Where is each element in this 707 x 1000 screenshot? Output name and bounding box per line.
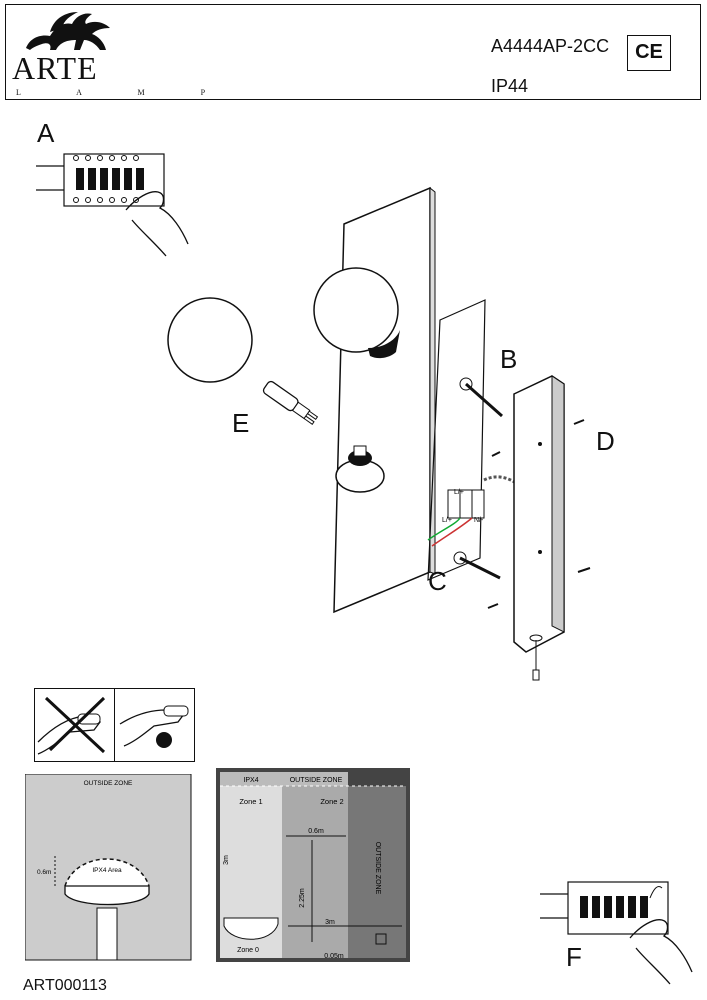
- terminal-block-illustration-a: [36, 153, 189, 257]
- zone-1-label: Zone 1: [239, 797, 262, 806]
- washbasin-zone-diagram: OUTSIDE ZONE IPX4 Area 0.6m: [25, 774, 192, 961]
- use-gloves-icon: [119, 705, 189, 748]
- header-frame: [5, 4, 701, 100]
- outside-zone-top-label: OUTSIDE ZONE: [290, 777, 343, 784]
- ipx4-label: IPX4: [243, 777, 258, 784]
- zone-2-label: Zone 2: [320, 797, 343, 806]
- terminal-label-l-top: L/+: [454, 489, 464, 496]
- step-label-e: E: [232, 408, 250, 438]
- bathtub-zone-diagram: IPX4 OUTSIDE ZONE Zone 1 Zone 2 OUTSIDE …: [216, 768, 410, 962]
- step-label-c: C: [428, 566, 447, 596]
- step-label-a: A: [37, 118, 55, 148]
- outside-zone-side-label: OUTSIDE ZONE: [374, 842, 381, 895]
- dim-2-25m-label: 2.25m: [299, 888, 306, 908]
- handling-instruction-panel: [34, 688, 195, 762]
- article-code: ART000113: [23, 977, 107, 994]
- dim-0-05m-label: 0.05m: [324, 953, 344, 960]
- ipx4-area-label: IPX4 Area: [92, 867, 122, 874]
- dim-3m-vertical-label: 3m: [223, 855, 230, 865]
- dim-3m-horizontal-label: 3m: [325, 919, 335, 926]
- brand-subtitle: L A M P: [16, 88, 233, 97]
- step-label-f: F: [566, 942, 582, 972]
- ip-rating: IP44: [491, 76, 529, 96]
- step-label-d: D: [596, 426, 615, 456]
- zone-0-label: Zone 0: [237, 947, 259, 954]
- terminal-label-l-bottom: L/+: [442, 517, 452, 524]
- step-label-b: B: [500, 344, 518, 374]
- model-number: A4444AP-2CC: [491, 36, 610, 56]
- dim-0-6m-label: 0.6m: [308, 828, 324, 835]
- griffin-logo-icon: [26, 12, 110, 50]
- no-bare-hands-icon: [37, 696, 106, 755]
- terminal-label-n: N/-: [474, 517, 484, 524]
- height-0-6m-label: 0.6m: [37, 869, 51, 876]
- terminal-block-illustration-f: [540, 881, 693, 985]
- terminal-labels: L/+ L/+ N/-: [442, 489, 484, 524]
- ce-mark: CE: [627, 35, 671, 71]
- fixture-exploded-view: [167, 186, 591, 681]
- brand-name: ARTE: [12, 50, 98, 86]
- outside-zone-label: OUTSIDE ZONE: [84, 780, 133, 787]
